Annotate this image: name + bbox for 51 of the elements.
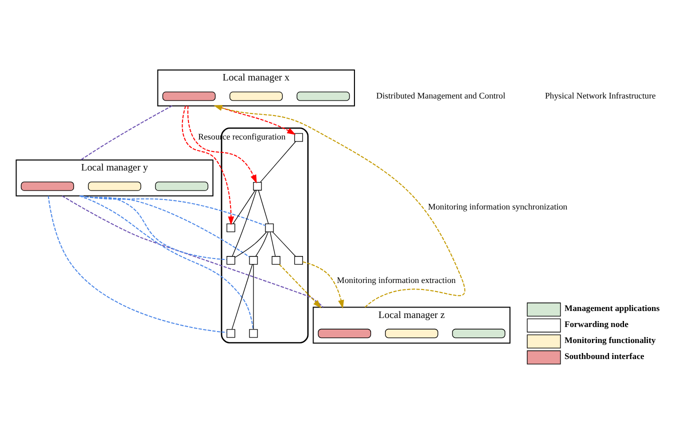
label: Physical Network Infrastructure <box>545 90 656 100</box>
arrow <box>214 105 466 308</box>
node-box <box>294 133 303 142</box>
legend-label: Forwarding node <box>564 319 628 330</box>
node-bar <box>20 182 74 191</box>
connector <box>270 231 276 257</box>
edge-label: Monitoring information synchronization <box>428 201 568 212</box>
node-bar <box>296 92 350 101</box>
connector <box>232 190 256 224</box>
cluster: Local manager z <box>312 306 510 344</box>
node-box <box>249 256 258 265</box>
node-box <box>249 329 258 338</box>
cluster: Local manager y <box>16 160 214 196</box>
node-bar <box>452 328 506 338</box>
cluster: Local manager x <box>157 69 355 106</box>
node-box <box>226 223 236 232</box>
node-bar <box>155 182 208 191</box>
legend-label: Southbound interface <box>564 350 644 361</box>
arrow <box>302 261 344 309</box>
connector <box>260 141 296 183</box>
arrow <box>187 105 257 184</box>
edge-label: Monitoring information extraction <box>336 275 456 286</box>
arrow <box>182 105 234 226</box>
connector <box>234 232 267 258</box>
legend-label: Management applications <box>564 303 660 314</box>
node-bar <box>318 328 372 338</box>
node-box <box>253 182 262 191</box>
node-bar <box>162 92 216 101</box>
connector <box>79 195 254 330</box>
connector <box>48 195 228 333</box>
connector <box>80 195 266 226</box>
node-box <box>226 256 236 265</box>
node-bar <box>385 328 438 338</box>
label: Distributed Management and Control <box>376 90 506 100</box>
node-box <box>294 256 303 265</box>
connector <box>232 190 257 257</box>
arrow <box>278 264 322 308</box>
node-box <box>226 329 236 338</box>
node-bar <box>88 182 142 191</box>
connector <box>258 190 269 224</box>
node-box <box>265 223 274 232</box>
connector <box>62 195 324 308</box>
connector <box>80 195 250 258</box>
connector <box>253 264 254 330</box>
connector <box>272 231 296 257</box>
connector <box>232 264 253 330</box>
connector <box>80 105 173 161</box>
node-bar <box>230 92 283 101</box>
connector <box>255 232 268 257</box>
legend-label: Monitoring functionality <box>564 335 656 346</box>
node-box <box>272 256 280 265</box>
